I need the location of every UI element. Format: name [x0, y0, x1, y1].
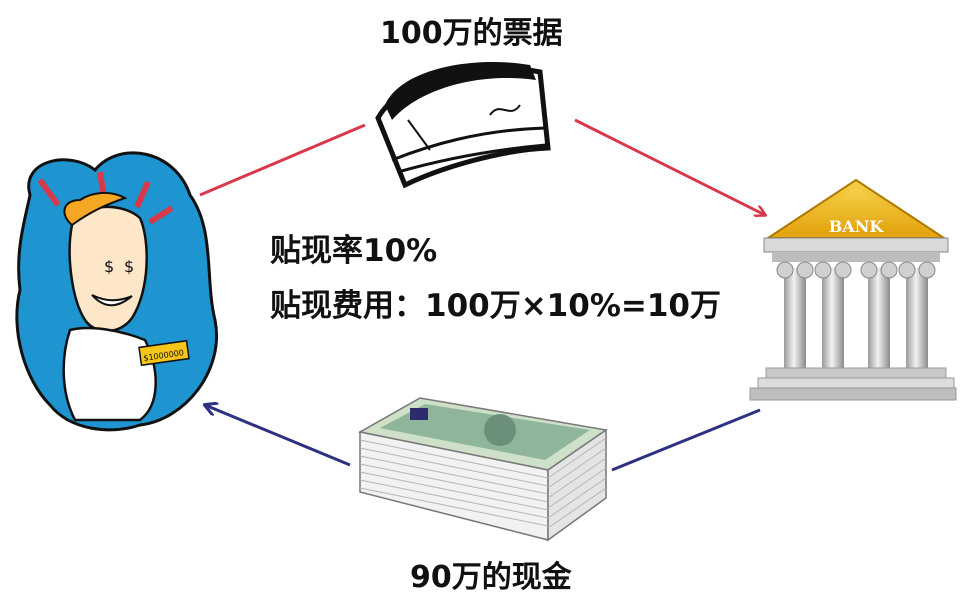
cheque-icon [375, 61, 551, 189]
discount-fee-label: 贴现费用：100万×10%=10万 [270, 288, 721, 324]
cheque-label: 100万的票据 [380, 16, 563, 51]
svg-text:$: $ [124, 257, 134, 276]
svg-text:$: $ [104, 257, 114, 276]
arrow-person-to-cheque [199, 123, 366, 197]
person-icon: $ $ $1000000 [15, 151, 218, 432]
bank-sign: BANK [829, 217, 885, 236]
arrow-cash-to-person [205, 405, 351, 467]
cash-stack-icon [357, 397, 608, 542]
cash-label: 90万的现金 [410, 560, 572, 595]
bank-icon: BANK [749, 178, 957, 401]
arrow-bank-to-cash [611, 408, 761, 472]
discount-rate-label: 贴现率10% [270, 233, 438, 269]
arrow-cheque-to-bank [574, 118, 765, 215]
